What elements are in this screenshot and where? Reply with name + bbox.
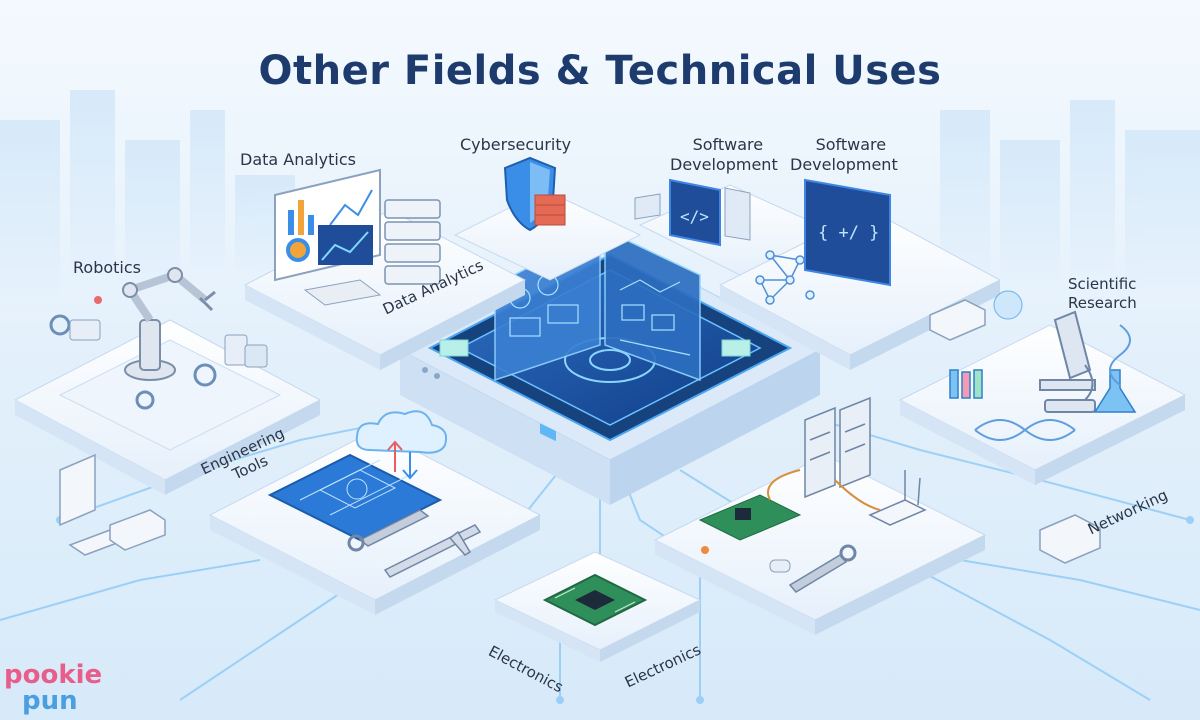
wrench-icon (788, 544, 857, 593)
monitor-chart-icon (274, 168, 382, 306)
gear-icon (49, 314, 217, 410)
brand-logo: pookie pun (4, 660, 124, 718)
electronics-platform (493, 551, 702, 662)
cloud-sync-icon (355, 410, 448, 480)
label-data-analytics: Data Analytics (240, 150, 356, 169)
firewall-icon (534, 194, 566, 226)
wrench-icon (347, 509, 430, 552)
label-scientific-research-line2: Research (1068, 294, 1137, 312)
label-scientific-research-line1: Scientific (1068, 275, 1137, 293)
caliper-icon (383, 524, 482, 578)
label-scientific-research: Scientific Research (1068, 275, 1137, 313)
code-tag-text: </> (680, 207, 709, 226)
software-dev-platform-1: </> (634, 178, 832, 276)
label-robotics: Robotics (73, 258, 141, 277)
label-software-development-1-line2: Development (670, 155, 778, 174)
label-cybersecurity: Cybersecurity (460, 135, 572, 154)
cybersecurity-platform (453, 156, 642, 281)
robotics-platform (13, 267, 322, 495)
label-software-development-2: Software Development (790, 135, 898, 175)
logo-line1: pookie (4, 660, 103, 690)
dna-icon (974, 324, 1131, 441)
microchip-icon (542, 573, 648, 627)
code-window-icon: </> (634, 178, 751, 247)
robot-arm-icon (122, 267, 216, 381)
router-icon (868, 470, 927, 526)
microscope-icon (1039, 310, 1096, 413)
page-title: Other Fields & Technical Uses (258, 48, 942, 94)
central-hub (398, 228, 822, 505)
scientific-research-platform (898, 290, 1187, 485)
blueprint-icon (267, 453, 443, 542)
skyline-right (940, 100, 1200, 310)
data-analytics-platform (243, 168, 527, 370)
circuit-board-icon (698, 494, 802, 541)
code-braces-text: { +/ } (818, 223, 879, 243)
label-software-development-1-line1: Software (692, 135, 764, 154)
label-software-development-2-line1: Software (815, 135, 887, 154)
server-icon (384, 199, 441, 285)
server-icon (804, 396, 871, 499)
networking-platform (653, 396, 987, 635)
label-software-development-1: Software Development (670, 135, 778, 175)
label-software-development-2-line2: Development (790, 155, 898, 174)
logo-line2: pun (22, 686, 78, 716)
code-window-icon: { +/ } (804, 178, 891, 287)
neural-network-icon (755, 250, 815, 305)
engineering-tools-platform (208, 410, 542, 615)
small-devices (59, 299, 1101, 564)
flask-icon (949, 369, 1137, 413)
